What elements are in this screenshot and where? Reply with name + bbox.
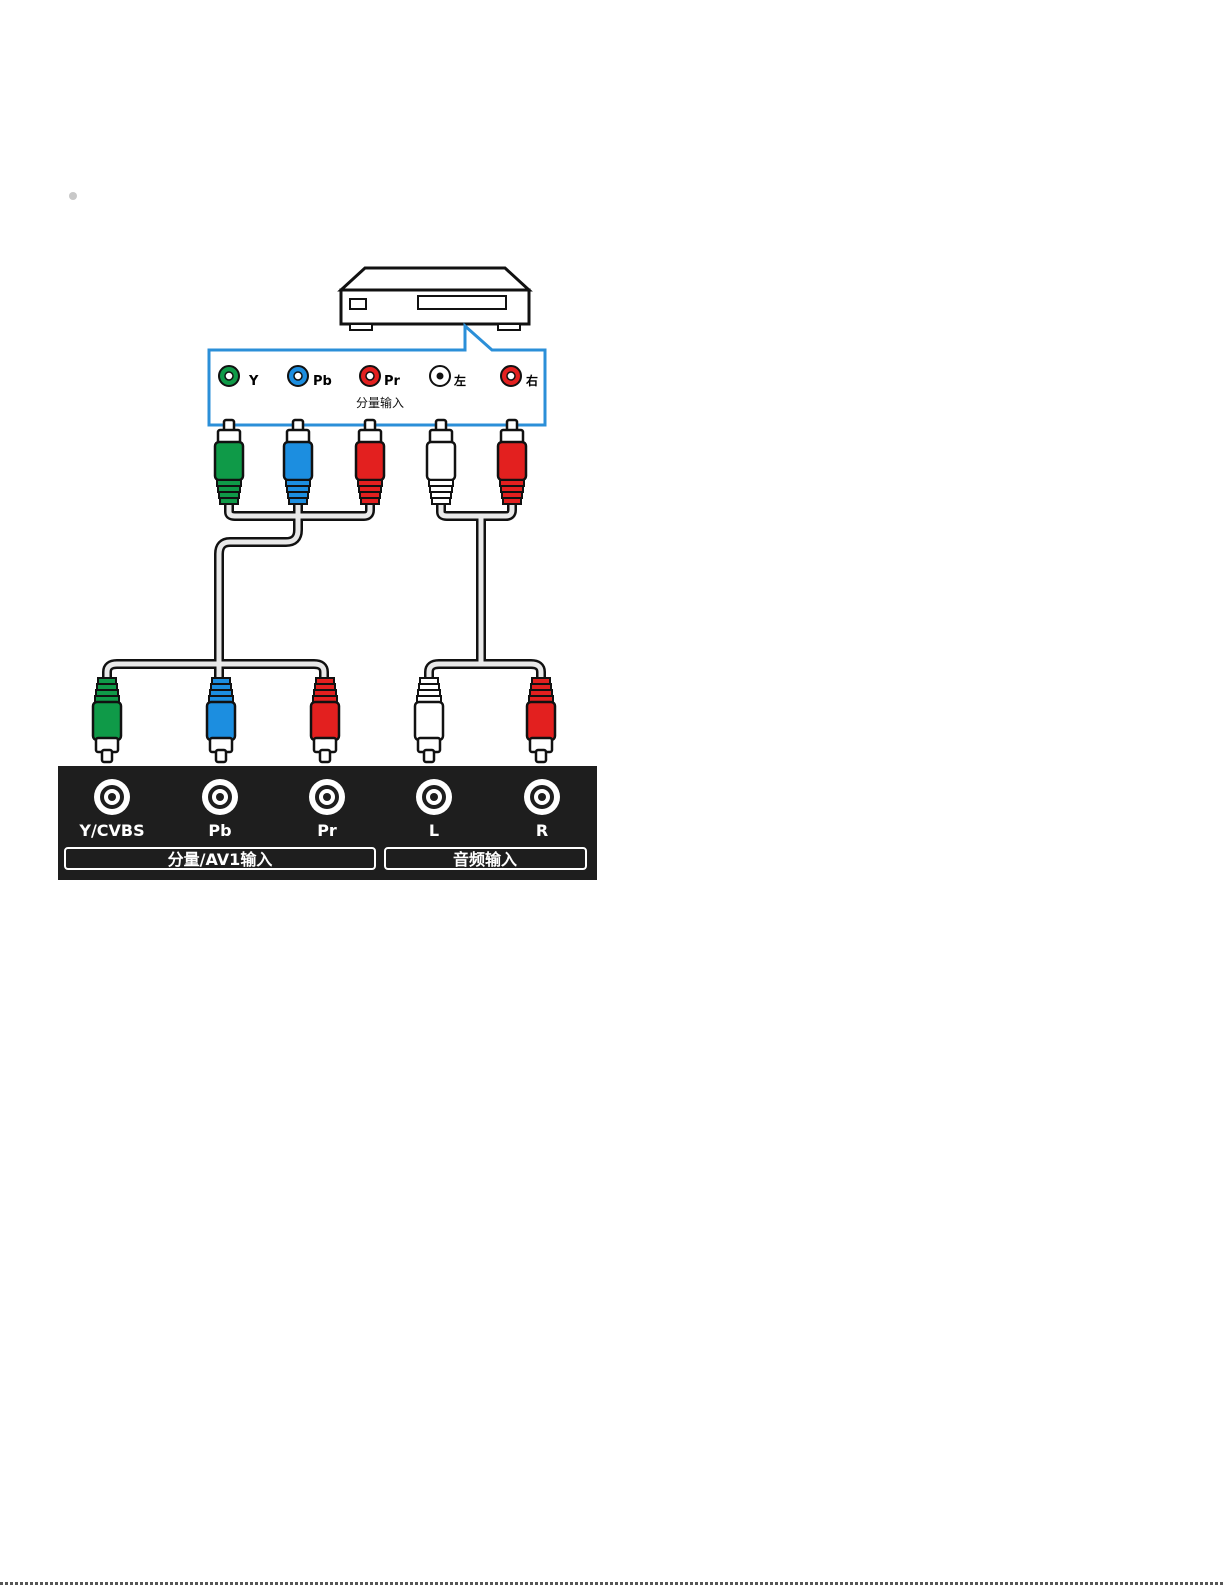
tv-jack-r — [524, 779, 560, 815]
source-jack-left — [430, 366, 450, 386]
plug-top-pb — [284, 420, 312, 504]
plug-top-left — [427, 420, 455, 504]
video-cable — [107, 505, 370, 680]
plug-bottom-r — [527, 678, 555, 762]
source-label-right: 右 — [525, 373, 538, 388]
plug-top-pr — [356, 420, 384, 504]
plug-bottom-pr — [311, 678, 339, 762]
tv-label-l: L — [429, 821, 439, 840]
plug-top-right — [498, 420, 526, 504]
plug-bottom-pb — [207, 678, 235, 762]
source-group-label: 分量输入 — [356, 395, 404, 410]
tv-jack-pb — [202, 779, 238, 815]
plug-top-y — [215, 420, 243, 504]
source-label-y: Y — [248, 374, 259, 389]
source-jack-pb — [288, 366, 308, 386]
source-jack-y — [219, 366, 239, 386]
tv-label-pr: Pr — [317, 821, 337, 840]
tv-label-r: R — [536, 821, 548, 840]
tv-label-y-cvbs: Y/CVBS — [78, 821, 144, 840]
source-jack-right — [501, 366, 521, 386]
source-label-pb: Pb — [313, 374, 332, 389]
tv-group-label-video: 分量/AV1输入 — [168, 850, 273, 869]
audio-cable — [429, 505, 541, 680]
tv-label-pb: Pb — [208, 821, 231, 840]
dvd-player-icon — [341, 268, 529, 330]
tv-jack-pr — [309, 779, 345, 815]
tv-jack-y-cvbs — [94, 779, 130, 815]
tv-jack-l — [416, 779, 452, 815]
tv-group-label-audio: 音频输入 — [453, 850, 517, 869]
source-label-left: 左 — [453, 373, 466, 388]
source-jack-pr — [360, 366, 380, 386]
source-label-pr: Pr — [384, 374, 401, 389]
plug-bottom-l — [415, 678, 443, 762]
plug-bottom-y — [93, 678, 121, 762]
